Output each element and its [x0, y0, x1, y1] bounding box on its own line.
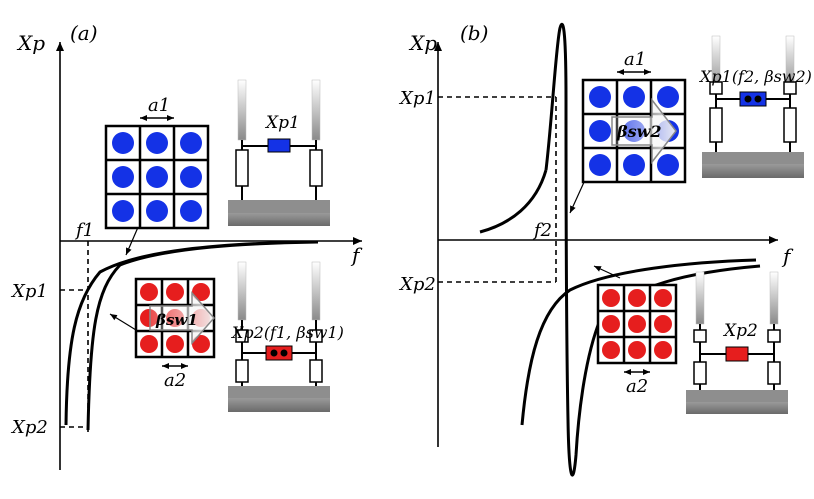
panel-b-a1-label: a1 [624, 49, 646, 70]
panel-a-circuit-top [228, 79, 330, 226]
panel-b-switch-arrow [611, 97, 677, 165]
panel-a-curve-outer [86, 240, 319, 431]
panel-b-ytick-upper: Xp1 [398, 88, 436, 109]
panel-a-blue-lattice [104, 124, 210, 230]
panel-b-pointer-top [569, 179, 586, 214]
panel-b-ytick-lower: Xp2 [398, 274, 436, 295]
panel-a-red-lattice [134, 277, 216, 359]
panel-a-circuit-top-label: Xp1 [264, 113, 300, 133]
panel-b-blue-lattice [581, 78, 687, 184]
panel-b-freq-label: f2 [532, 220, 552, 241]
panel-a-label: (a) [70, 21, 98, 45]
panel-a-pointer-bottom [109, 313, 137, 331]
panel-b-label: (b) [460, 21, 488, 45]
panel-b-red-lattice [596, 283, 678, 365]
panel-b-circuit-bottom [686, 271, 788, 414]
panel-a: (a) Xp f f1 Xp1 Xp2 a1 [10, 21, 363, 470]
panel-a-ytick-lower: Xp2 [10, 417, 48, 438]
panel-b-x-axis-label: f [781, 244, 794, 268]
panel-a-freq-label: f1 [74, 220, 94, 241]
panel-b-circuit-bottom-label: Xp2 [722, 321, 758, 341]
panel-b-switch-label: βsw2 [616, 122, 662, 141]
panel-a-a2-label: a2 [164, 370, 186, 391]
panel-a-switch-label: βsw1 [155, 311, 198, 329]
panel-b-circuit-top-label: Xp1(f2, βsw2) [698, 67, 812, 86]
panel-b-curve-left-upper [479, 169, 548, 234]
panel-b-pointer-bottom [593, 265, 621, 279]
panel-b-circuit-top [702, 35, 804, 178]
panel-a-x-axis-label: f [350, 243, 363, 267]
panel-b-y-axis-label: Xp [408, 31, 437, 55]
panel-a-circuit-bottom [228, 261, 330, 412]
panel-b: (b) Xp f f2 Xp1 Xp2 [398, 21, 812, 477]
panel-b-curve-lower [520, 258, 757, 426]
panel-a-a1-label: a1 [148, 95, 170, 116]
panel-a-circuit-bottom-label: Xp2(f1, βsw1) [230, 323, 344, 342]
panel-a-ytick-upper: Xp1 [10, 281, 48, 302]
panel-b-a2-label: a2 [626, 376, 648, 397]
panel-a-y-axis-label: Xp [16, 31, 45, 55]
panel-a-switch-arrow [149, 291, 215, 345]
